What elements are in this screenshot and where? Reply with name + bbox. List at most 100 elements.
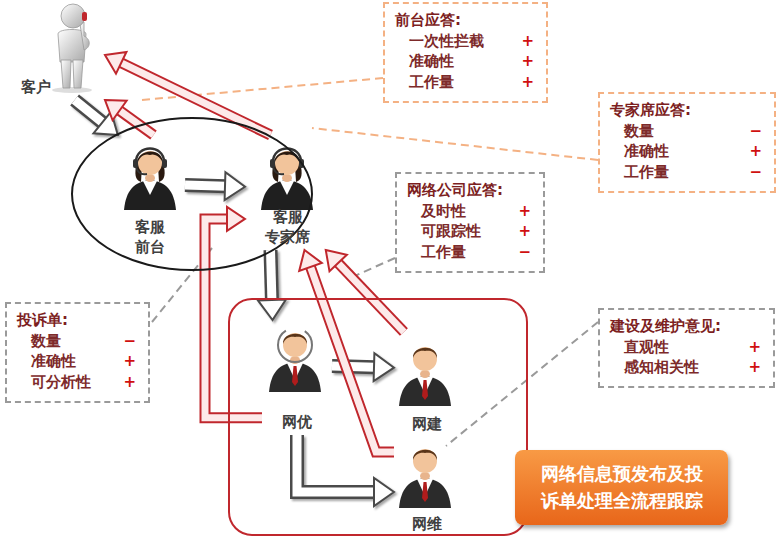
role-label: 客户 xyxy=(16,78,56,101)
arrow-shaft xyxy=(205,219,262,418)
badge-text: 网络信息预发布及投诉单处理全流程跟踪 xyxy=(537,461,706,513)
rating-sign: − xyxy=(123,331,136,352)
ellipse-outline xyxy=(70,116,314,272)
agent-icon xyxy=(261,149,313,211)
role-label: 网优 xyxy=(277,413,317,436)
rating-sign: + xyxy=(749,141,762,162)
engineer-node: 网优 xyxy=(262,320,332,435)
rating-callout: 建设及维护意见:直观性 + 感知相关性 + xyxy=(598,308,775,388)
rating-sign: + xyxy=(748,357,761,378)
criterion: 感知相关性 xyxy=(624,357,722,378)
flow-arrow xyxy=(299,250,394,452)
criterion: 准确性 xyxy=(624,141,723,162)
agent-node: 客服 专家席 xyxy=(245,135,330,250)
rating-sign: + xyxy=(521,51,534,72)
arrow-head xyxy=(374,478,394,506)
service-ellipse: 客服 前台 客服 专家席 xyxy=(70,116,314,272)
customer: 客户 xyxy=(10,0,105,100)
arrow-shaft xyxy=(185,185,226,186)
arrow-head xyxy=(374,353,394,381)
arrow-shaft xyxy=(205,219,262,418)
customer-figure xyxy=(52,4,92,93)
rating-list: 及时性 + 可跟踪性 + 工作量 − xyxy=(407,201,531,263)
criterion: 工作量 xyxy=(624,162,723,183)
criterion: 准确性 xyxy=(409,51,495,72)
arrow-shaft xyxy=(271,250,272,301)
role-label: 网建 xyxy=(407,415,447,438)
flow-arrow xyxy=(105,52,271,135)
rating-sign: − xyxy=(749,121,762,142)
summary-badge: 网络信息预发布及投诉单处理全流程跟踪 xyxy=(515,450,728,525)
flow-arrow xyxy=(258,250,286,320)
arrow-shaft xyxy=(75,100,103,123)
flow-arrow xyxy=(326,250,404,332)
rating-callout: 投诉单:数量 − 准确性 + 可分析性 + xyxy=(5,302,150,403)
criterion: 及时性 xyxy=(421,201,492,222)
criterion: 工作量 xyxy=(421,242,492,263)
rating-list: 一次性拦截 + 准确性 + 工作量 + xyxy=(395,31,534,93)
rating-callout: 专家席应答:数量 − 准确性 + 工作量 − xyxy=(598,92,776,193)
flow-arrow xyxy=(185,172,245,200)
ellipse-outline xyxy=(72,118,312,270)
role-label: 客服 专家席 xyxy=(263,208,313,250)
engineer-icon xyxy=(399,449,451,508)
rating-callout: 网络公司应答:及时性 + 可跟踪性 + 工作量 − xyxy=(395,172,545,273)
callout-heading: 投诉单: xyxy=(17,310,136,331)
rating-list: 数量 − 准确性 + 工作量 − xyxy=(610,121,762,183)
rating-sign: + xyxy=(748,337,761,358)
engineer-node: 网维 xyxy=(394,437,460,537)
arrow-head xyxy=(225,172,245,200)
engineer-icon xyxy=(399,347,451,406)
arrow-head xyxy=(105,52,126,74)
rating-sign: + xyxy=(521,31,534,52)
engineer-node: 网建 xyxy=(394,332,460,437)
criterion: 数量 xyxy=(31,331,97,352)
refresh-symbol xyxy=(278,328,312,362)
flow-arrow xyxy=(205,207,262,418)
agent-icon xyxy=(124,149,176,211)
rating-callout: 前台应答:一次性拦截 + 准确性 + 工作量 + xyxy=(383,2,548,103)
arrow-head xyxy=(105,100,127,120)
criterion: 工作量 xyxy=(409,72,495,93)
callout-heading: 专家席应答: xyxy=(610,100,762,121)
arrow-head xyxy=(258,300,286,320)
arrow-shaft xyxy=(185,185,226,186)
arrow-head xyxy=(227,207,245,231)
network-region: 网优 网建网维 xyxy=(228,298,528,536)
rating-sign: + xyxy=(123,372,136,393)
arrow-head xyxy=(326,250,347,271)
arrow-shaft xyxy=(75,100,103,123)
arrow-shaft xyxy=(332,366,375,367)
criterion: 准确性 xyxy=(31,351,97,372)
rating-sign: − xyxy=(518,242,531,263)
criterion: 一次性拦截 xyxy=(409,31,495,52)
rating-sign: + xyxy=(123,351,136,372)
criterion: 可跟踪性 xyxy=(421,221,492,242)
arrow-shaft xyxy=(332,366,375,367)
leader-line xyxy=(446,322,598,446)
callout-heading: 建设及维护意见: xyxy=(610,316,761,337)
rating-sign: − xyxy=(749,162,762,183)
callout-heading: 网络公司应答: xyxy=(407,180,531,201)
criterion: 数量 xyxy=(624,121,723,142)
agent-node: 客服 前台 xyxy=(115,135,185,260)
arrow-shaft xyxy=(297,435,375,492)
leader-line xyxy=(312,128,598,160)
arrow-shaft xyxy=(297,435,375,492)
arrow-head xyxy=(299,250,322,271)
criterion: 直观性 xyxy=(624,337,722,358)
arrow-shaft xyxy=(271,250,272,301)
rating-sign: + xyxy=(521,72,534,93)
role-label: 客服 前台 xyxy=(132,218,168,260)
rating-sign: + xyxy=(518,221,531,242)
criterion: 可分析性 xyxy=(31,372,97,393)
leader-lines xyxy=(142,78,598,446)
rating-sign: + xyxy=(518,201,531,222)
arrow-shaft xyxy=(310,266,394,452)
rating-list: 直观性 + 感知相关性 + xyxy=(610,337,761,378)
rating-list: 数量 − 准确性 + 可分析性 + xyxy=(17,331,136,393)
role-label: 网维 xyxy=(407,515,447,538)
arrow-shaft xyxy=(310,266,394,452)
callout-heading: 前台应答: xyxy=(395,10,534,31)
